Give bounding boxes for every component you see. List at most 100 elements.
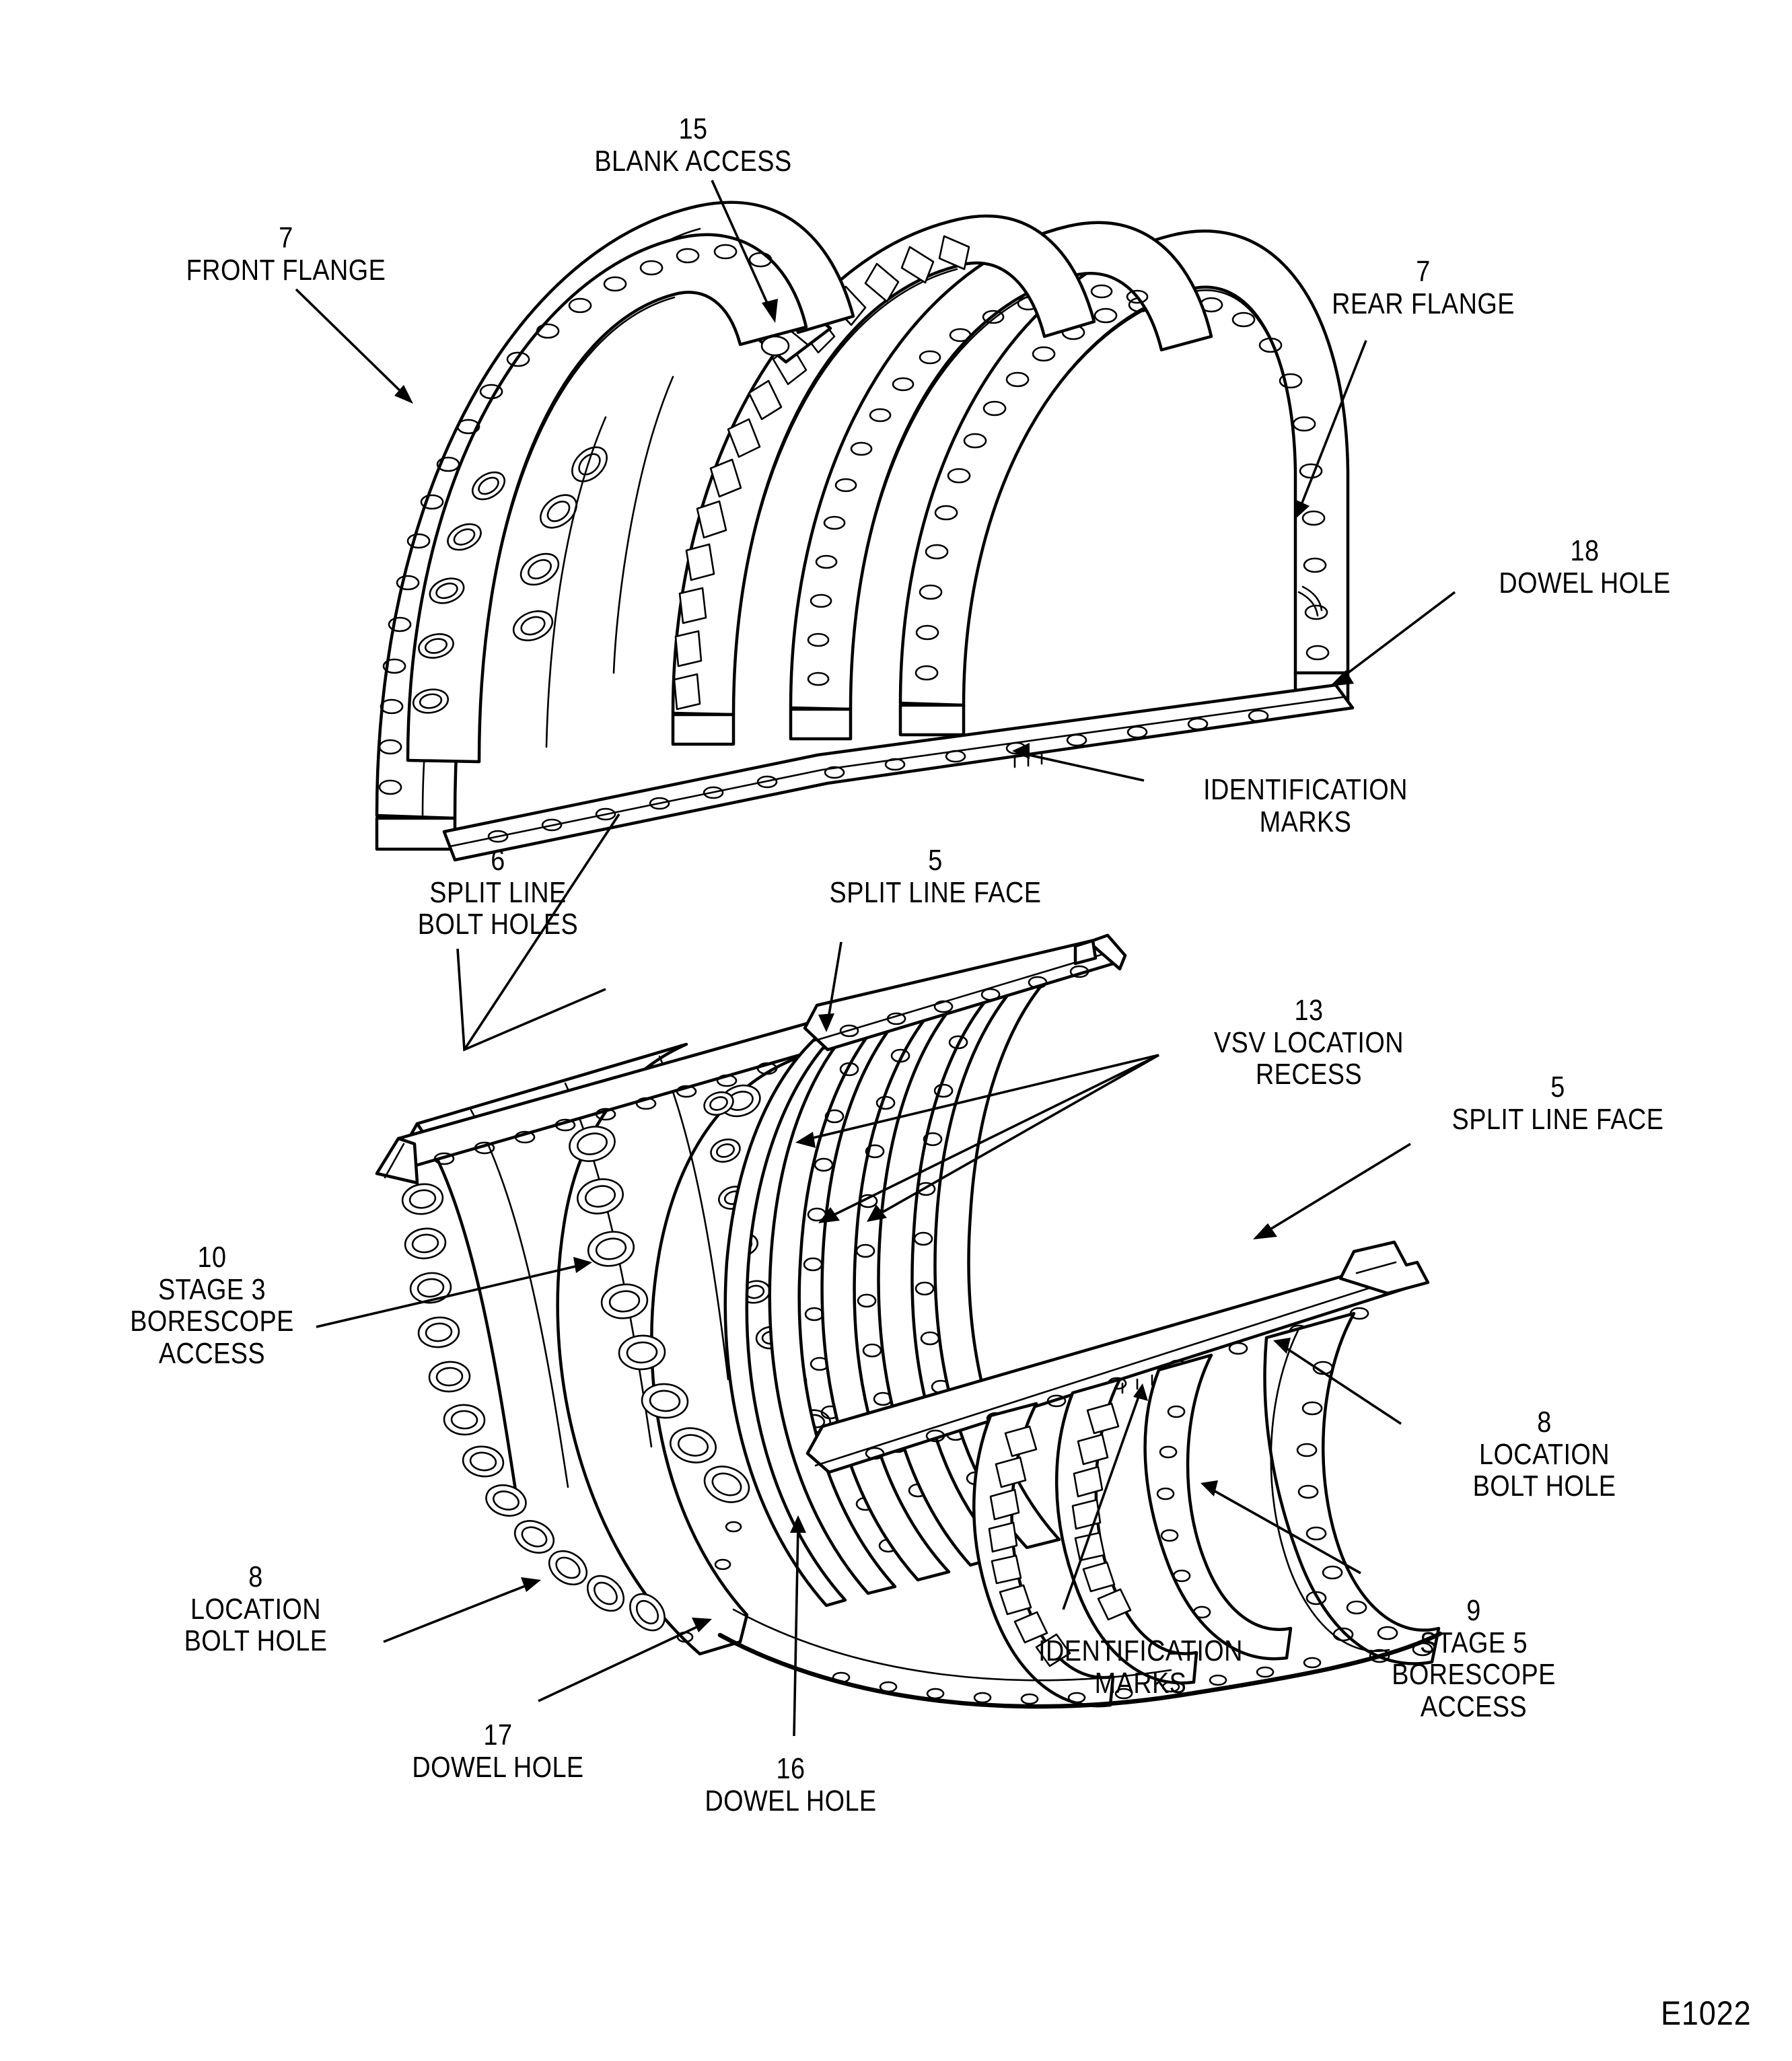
callout-number: 15 [678, 112, 708, 145]
callout-label-line: VSV LOCATION [1213, 1025, 1404, 1059]
stage3-borescope-access-holes [569, 1084, 761, 1503]
leader-16 [790, 1515, 806, 1737]
callout-label-line: IDENTIFICATION [1203, 773, 1408, 806]
lower-rear-subassembly [717, 1240, 1443, 1709]
callout-label-line: SPLIT LINE FACE [829, 875, 1042, 909]
leader-10 [316, 1257, 592, 1328]
leader-9 [1200, 1480, 1361, 1575]
callout-label-line: REAR FLANGE [1332, 287, 1515, 320]
upper-split-line-ledge [442, 683, 1355, 862]
front-flange-counterbores [412, 446, 608, 714]
upper-split-line-bolt-holes [487, 709, 1269, 843]
callout-number: 9 [1466, 1594, 1481, 1627]
callout-label-line: RECESS [1255, 1058, 1363, 1091]
leader-identification-marks-upper [1012, 743, 1145, 782]
leader-15 [711, 180, 778, 323]
callout-number: 5 [1550, 1071, 1565, 1104]
callout-label-line: BOLT HOLE [1472, 1470, 1616, 1503]
callout-label-line: DOWEL HOLE [705, 1784, 877, 1817]
callout-label-line: BORESCOPE [130, 1305, 294, 1338]
front-flange-face [406, 233, 808, 764]
leader-17 [538, 1618, 712, 1702]
lower-front-flange-bowl [375, 1019, 832, 1656]
callout-label-line: FRONT FLANGE [186, 253, 386, 287]
callout-number: 8 [248, 1560, 263, 1593]
leader-5-top [818, 941, 843, 1032]
callout-number: 5 [928, 844, 943, 877]
lower-vane-ring-bowl-2 [1055, 1377, 1198, 1685]
callout-number: 17 [483, 1719, 513, 1751]
lower-rear-bowl [1143, 1353, 1293, 1661]
callout-label-line: STAGE 5 [1419, 1626, 1528, 1659]
lower-casing-assembly [375, 933, 1443, 1709]
callout-label-line: ACCESS [1420, 1690, 1528, 1723]
callout-number: 16 [776, 1752, 805, 1785]
lower-rear-flange-bolt-holes [1296, 1361, 1433, 1657]
callout-number: 13 [1294, 994, 1324, 1027]
callout-label-line: SPLIT LINE FACE [1451, 1102, 1664, 1136]
leader-8-right [1273, 1338, 1402, 1425]
callout-label-line: BOLT HOLE [184, 1624, 328, 1658]
callout-number: 10 [197, 1241, 227, 1274]
leader-7-rear [1295, 340, 1367, 519]
callout-label-line: BOLT HOLES [417, 908, 579, 941]
callout-label-line: STAGE 3 [157, 1272, 266, 1306]
vsv-ring-d-holes [913, 1035, 986, 1486]
lower-left-split-line-face [375, 1136, 419, 1185]
callout-label-line: BLANK ACCESS [594, 144, 792, 178]
leader-13-vsv [795, 1054, 1159, 1223]
leader-6 [456, 813, 620, 1052]
leader-8-left [383, 1577, 541, 1643]
callout-number: 7 [279, 221, 293, 254]
leader-lines [295, 180, 1456, 1737]
callout-label-line: LOCATION [1478, 1437, 1610, 1471]
callout-label-line: DOWEL HOLE [1499, 566, 1671, 600]
right-split-line-face [1338, 1240, 1430, 1295]
lower-left-bolt-hole-column [401, 1183, 666, 1632]
identification-marks-lower [1121, 1374, 1153, 1394]
callout-label-line: DOWEL HOLE [412, 1750, 584, 1784]
callout-number: 18 [1570, 534, 1600, 567]
callout-label-line: MARKS [1094, 1666, 1187, 1700]
callout-number: 6 [491, 844, 505, 877]
callout-number: 8 [1537, 1406, 1552, 1439]
callout-label-line: MARKS [1259, 805, 1352, 838]
lower-front-flange-rail-holes [433, 1062, 778, 1165]
bottom-rim-holes [832, 1657, 1322, 1705]
callout-label-line: ACCESS [158, 1336, 266, 1370]
callout-label-line: SPLIT LINE [429, 875, 567, 909]
callout-label-line: BORESCOPE [1392, 1658, 1556, 1692]
dowel-hole-18 [1297, 585, 1323, 617]
figure-number: E1022 [1661, 1994, 1752, 2032]
lower-split-line-rail [803, 933, 1127, 1052]
leader-18 [1330, 591, 1456, 686]
lower-split-line-rail-holes [839, 965, 1089, 1038]
leader-identification-marks-lower [1062, 1383, 1148, 1610]
front-flange-rim-holes [378, 244, 773, 795]
callout-label-line: LOCATION [190, 1592, 322, 1626]
middle-band-rear [789, 221, 1213, 741]
callout-label-line: IDENTIFICATION [1038, 1634, 1243, 1667]
lower-rear-flange-bowl [1263, 1311, 1441, 1665]
vane-teeth [988, 1425, 1071, 1667]
vane-teeth-2 [1071, 1402, 1132, 1621]
upper-casing-assembly [375, 201, 1355, 862]
callout-number: 7 [1416, 255, 1431, 288]
front-flange-arch [375, 201, 855, 851]
